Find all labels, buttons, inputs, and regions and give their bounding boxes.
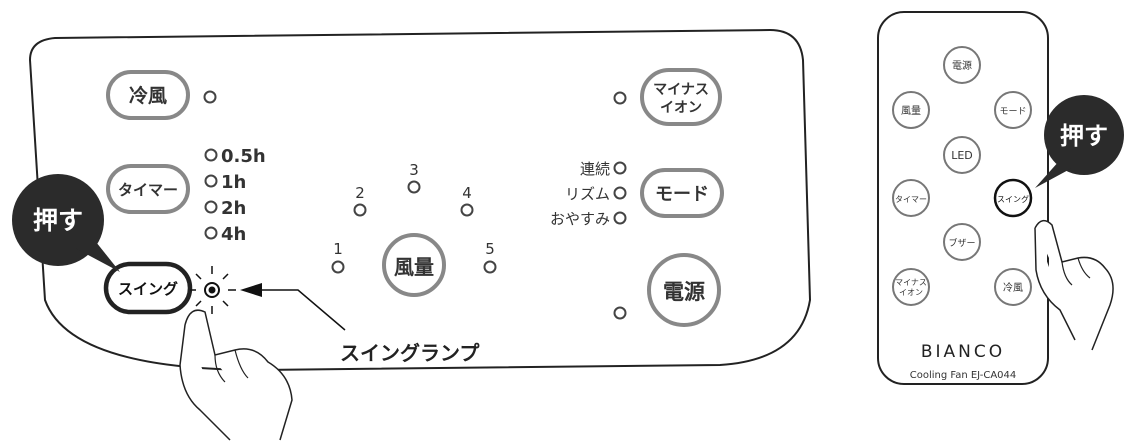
speed-level-3: 3 — [409, 161, 419, 179]
remote-cold-wind-label: 冷風 — [1003, 281, 1023, 294]
fan-speed-button[interactable] — [382, 233, 446, 297]
swing-lamp-arrowhead — [240, 283, 262, 297]
remote-swing-label: スイング — [997, 194, 1029, 204]
panel-press-callout-text: 押す — [33, 206, 83, 235]
remote-led-button[interactable] — [943, 136, 981, 174]
swing-lamp-label: スイングランプ — [340, 341, 480, 365]
panel-hand-finger-lines — [214, 349, 249, 383]
minus-ion-button-label-line1: マイナス — [653, 82, 709, 98]
swing-button[interactable] — [103, 261, 193, 315]
remote-power-label: 電源 — [952, 59, 972, 72]
mode-option-2: おやすみ — [550, 210, 610, 228]
timer-led-3 — [204, 226, 218, 240]
remote-pointing-hand — [1034, 219, 1114, 351]
minus-ion-button[interactable] — [640, 68, 722, 126]
remote-hand-finger-lines — [1061, 257, 1091, 286]
speed-led-3 — [407, 180, 421, 194]
speed-level-5: 5 — [485, 240, 495, 258]
remote-minus-ion-label-line2: イオン — [899, 288, 923, 297]
speed-led-2 — [353, 203, 367, 217]
remote-timer-label: タイマー — [895, 195, 927, 204]
timer-led-2 — [204, 200, 218, 214]
mode-led-2 — [613, 211, 627, 225]
speed-level-2: 2 — [355, 184, 365, 202]
timer-option-1: 1h — [221, 172, 246, 193]
power-led — [613, 306, 627, 320]
power-button-label: 電源 — [663, 280, 705, 304]
remote-fan-speed-label: 風量 — [901, 105, 921, 117]
speed-led-1 — [331, 260, 345, 274]
mode-button[interactable] — [640, 168, 724, 218]
remote-minus-ion-label-line1: マイナス — [895, 278, 927, 287]
power-button[interactable] — [647, 253, 721, 327]
remote-buzzer-label: ブザー — [948, 237, 975, 249]
remote-led-label: LED — [951, 149, 973, 162]
remote-mode-button[interactable] — [994, 91, 1032, 129]
swing-lamp-lit — [190, 266, 236, 314]
remote-buzzer-button[interactable] — [943, 223, 981, 261]
remote-model: Cooling Fan EJ-CA044 — [910, 370, 1017, 381]
timer-option-2: 2h — [221, 198, 246, 219]
timer-button-label: タイマー — [118, 181, 178, 199]
timer-option-0: 0.5h — [221, 146, 266, 167]
remote-minus-ion-button[interactable] — [892, 268, 930, 306]
speed-led-4 — [460, 203, 474, 217]
minus-ion-button-label-line2: イオン — [660, 100, 702, 116]
timer-button[interactable] — [106, 164, 190, 214]
swing-lamp-pointer-line — [252, 289, 346, 331]
remote-press-callout-text: 押す — [1060, 122, 1108, 150]
speed-level-4: 4 — [462, 184, 472, 202]
cold-wind-button-label: 冷風 — [129, 84, 167, 107]
remote-timer-button[interactable] — [892, 179, 930, 217]
timer-option-3: 4h — [221, 224, 246, 245]
remote-press-callout — [1035, 95, 1124, 188]
swing-button-label: スイング — [118, 280, 178, 298]
control-panel-outline — [28, 28, 812, 372]
speed-led-5 — [483, 260, 497, 274]
remote-fan-speed-button[interactable] — [892, 91, 930, 129]
mode-led-1 — [613, 186, 627, 200]
remote-cold-wind-button[interactable] — [994, 268, 1032, 306]
remote-swing-button[interactable] — [993, 178, 1033, 218]
mode-button-label: モード — [655, 184, 709, 205]
mode-option-0: 連続 — [580, 160, 610, 178]
cold-wind-led — [203, 90, 217, 104]
timer-led-0 — [204, 148, 218, 162]
minus-ion-led — [613, 91, 627, 105]
cold-wind-button[interactable] — [106, 70, 190, 120]
speed-level-1: 1 — [333, 240, 343, 258]
fan-speed-button-label: 風量 — [394, 255, 434, 279]
timer-led-1 — [204, 174, 218, 188]
mode-led-0 — [613, 161, 627, 175]
mode-option-1: リズム — [565, 185, 610, 203]
panel-pointing-hand — [179, 309, 293, 441]
panel-press-callout — [12, 174, 120, 272]
remote-brand: BIANCO — [921, 342, 1005, 362]
remote-power-button[interactable] — [943, 46, 981, 84]
remote-mode-label: モード — [999, 107, 1026, 117]
